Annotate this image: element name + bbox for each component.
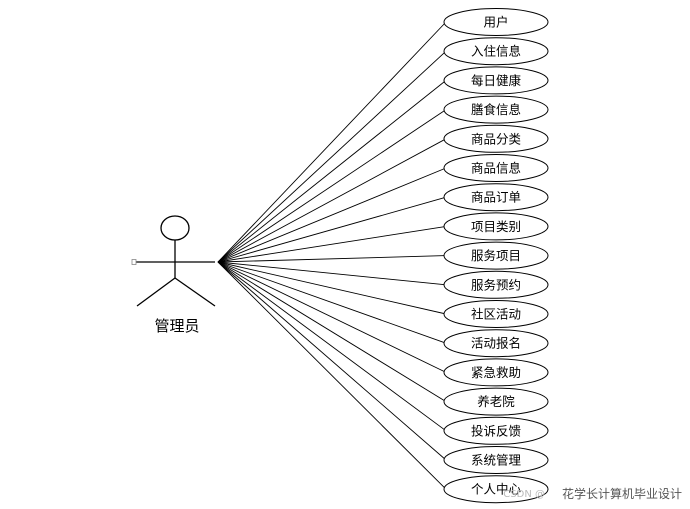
- association-line: [217, 21, 447, 263]
- use-case-label: 个人中心: [471, 482, 522, 497]
- use-case-ellipse: [443, 241, 549, 270]
- use-case: 入住信息: [443, 37, 549, 66]
- use-case: 投诉反馈: [443, 416, 549, 445]
- association-line: [217, 138, 447, 263]
- use-case-ellipse: [443, 416, 549, 445]
- use-case-ellipse: [443, 37, 549, 66]
- association-line: [217, 261, 447, 286]
- use-case-label: 项目类别: [471, 219, 521, 234]
- use-case-ellipse: [443, 95, 549, 124]
- use-case-label: 商品订单: [471, 190, 521, 205]
- use-case: 商品订单: [443, 183, 549, 212]
- watermark-text: 花学长计算机毕业设计: [562, 486, 682, 501]
- association-line: [217, 167, 447, 263]
- use-case-ellipse: [443, 124, 549, 153]
- use-case-ellipse: [443, 387, 549, 416]
- use-case-label: 系统管理: [471, 453, 522, 468]
- use-case: 用户: [443, 8, 549, 36]
- association-line: [217, 261, 447, 432]
- use-case: 社区活动: [443, 300, 549, 328]
- use-case: 膳食信息: [443, 95, 549, 124]
- association-line: [217, 261, 447, 490]
- use-case-ellipse: [443, 300, 549, 328]
- use-case-ellipse: [443, 212, 549, 241]
- use-case: 系统管理: [443, 446, 549, 474]
- use-case: 养老院: [443, 387, 549, 416]
- use-case-label: 入住信息: [471, 44, 521, 59]
- use-case-label: 用户: [483, 15, 508, 30]
- use-case-ellipse: [443, 270, 549, 299]
- use-case: 活动报名: [443, 329, 549, 358]
- use-case: 紧急救助: [443, 358, 549, 387]
- use-case-label: 服务项目: [471, 248, 521, 263]
- use-case-label: 膳食信息: [471, 102, 521, 117]
- watermark: CSDN @ 花学长计算机毕业设计: [503, 486, 682, 501]
- actor-anchor-handle: [131, 259, 137, 265]
- use-case-label: 服务预约: [471, 277, 521, 292]
- use-case-label: 紧急救助: [471, 365, 521, 380]
- use-case-label: 商品分类: [471, 131, 522, 146]
- use-case-label: 投诉反馈: [471, 423, 521, 438]
- use-case-label: 养老院: [477, 394, 515, 409]
- actor-stick-figure: [131, 215, 216, 307]
- use-case: 服务项目: [443, 241, 549, 270]
- association-lines: [217, 21, 447, 490]
- association-line: [217, 80, 447, 263]
- association-line: [217, 196, 447, 263]
- use-case-ellipse: [443, 475, 549, 504]
- association-line: [217, 225, 447, 263]
- actor-right-leg: [174, 277, 216, 307]
- association-line: [217, 261, 447, 373]
- use-case: 项目类别: [443, 212, 549, 241]
- use-case: 商品信息: [443, 154, 549, 182]
- use-case-label: 商品信息: [471, 161, 521, 176]
- use-case-ellipse: [443, 183, 549, 212]
- use-case-ellipse: [443, 329, 549, 358]
- use-case: 服务预约: [443, 270, 549, 299]
- actor-left-leg: [136, 277, 176, 307]
- use-case-ellipse: [443, 358, 549, 387]
- use-case-ellipse: [443, 8, 549, 36]
- association-line: [217, 261, 447, 315]
- use-case-label: 每日健康: [471, 73, 522, 88]
- actor-label: 管理员: [154, 317, 199, 335]
- use-case: 商品分类: [443, 124, 549, 153]
- use-case-list: 用户入住信息每日健康膳食信息商品分类商品信息商品订单项目类别服务项目服务预约社区…: [443, 8, 549, 504]
- use-case-ellipse: [443, 154, 549, 182]
- association-line: [217, 50, 447, 263]
- association-line: [217, 261, 447, 461]
- use-case-ellipse: [443, 446, 549, 474]
- watermark-logo: CSDN @: [503, 489, 545, 500]
- use-case-label: 活动报名: [471, 336, 521, 351]
- use-case-label: 社区活动: [471, 307, 521, 322]
- association-line: [217, 261, 447, 344]
- use-case: 个人中心: [443, 475, 549, 504]
- association-line: [217, 109, 447, 263]
- association-line: [217, 261, 447, 402]
- use-case: 每日健康: [443, 66, 549, 95]
- actor-head: [160, 215, 190, 241]
- association-line: [217, 255, 447, 263]
- use-case-ellipse: [443, 66, 549, 95]
